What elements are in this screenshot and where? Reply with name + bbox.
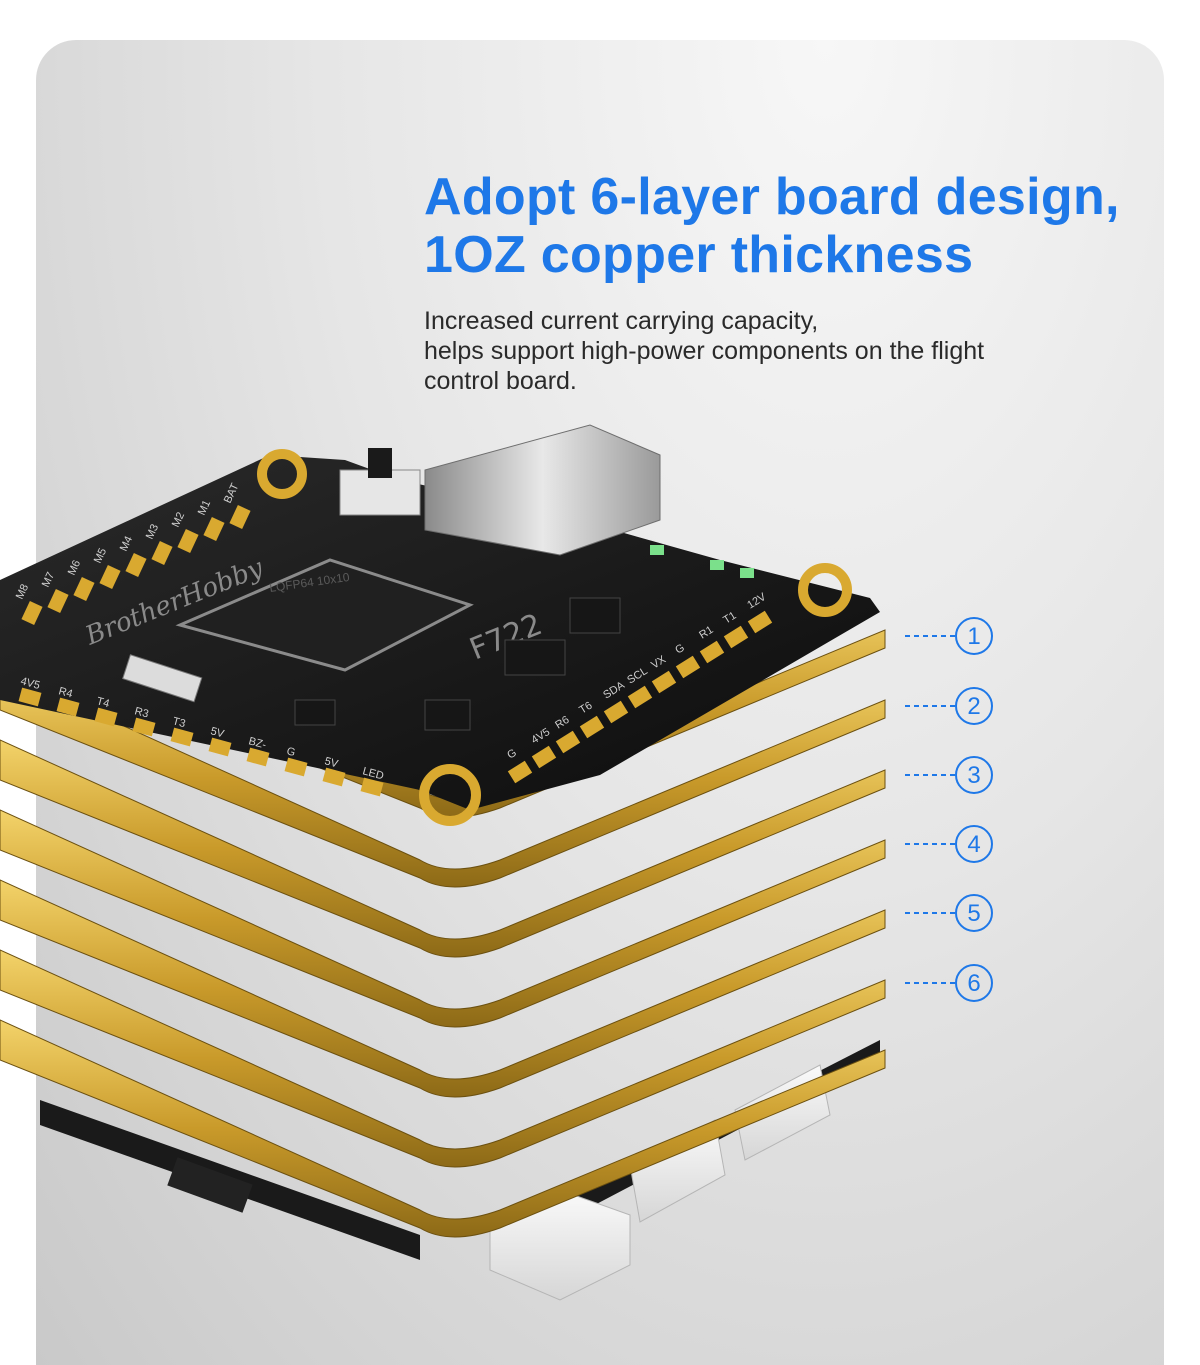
- solder-pad: [284, 757, 308, 777]
- pad-label: T1: [721, 610, 738, 627]
- pad-label: M4: [118, 534, 135, 553]
- solder-pad: [651, 670, 677, 694]
- pad-label: M2: [170, 510, 187, 529]
- headline-line-1: Adopt 6-layer board design,: [424, 168, 1120, 226]
- status-led: [740, 568, 754, 578]
- solder-pad: [603, 700, 629, 724]
- mosfet: [569, 597, 621, 634]
- layer-callouts: 1 2 3 4 5 6: [905, 617, 993, 1002]
- solder-pad: [531, 745, 557, 769]
- solder-pad: [203, 516, 225, 542]
- solder-pad: [699, 640, 725, 664]
- pad-label: M6: [66, 558, 83, 577]
- copper-layer-sheet: [0, 949, 886, 1168]
- regulator: [294, 699, 336, 726]
- mosfet: [504, 639, 566, 676]
- pad-label: M8: [14, 582, 31, 601]
- solder-pad: [125, 552, 147, 578]
- mount-hole: [257, 449, 307, 499]
- pad-label: 5V: [209, 725, 226, 740]
- callout-circle: [955, 894, 993, 932]
- pad-label: M7: [40, 570, 57, 589]
- layer-number-label: 2: [967, 693, 980, 720]
- solder-pad: [151, 540, 173, 566]
- status-led: [710, 560, 724, 570]
- callout-circle: [955, 687, 993, 725]
- pcb-surface: [0, 455, 880, 810]
- boot-button-cap: [368, 448, 392, 478]
- copper-layers: [0, 599, 886, 1238]
- crystal: [122, 654, 203, 703]
- solder-pad: [322, 767, 346, 787]
- pad-label: T4: [95, 695, 111, 710]
- layer-number-label: 3: [967, 762, 980, 789]
- layer-number-label: 1: [967, 623, 980, 650]
- callout-circle: [955, 964, 993, 1002]
- solder-pad: [73, 576, 95, 602]
- pad-label: 4V5: [19, 675, 41, 692]
- callout-circle: [955, 756, 993, 794]
- solder-pad: [94, 707, 118, 727]
- pad-label: BZ-: [247, 735, 268, 751]
- solder-pads: BATM1M2M3M4M5M6M7M84V5R4T4R3T35VBZ-G5VLE…: [14, 481, 773, 797]
- pad-label: M5: [92, 546, 109, 565]
- description-line-3: control board.: [424, 367, 577, 395]
- copper-layer-sheet: [0, 1019, 886, 1238]
- solder-pad: [579, 715, 605, 739]
- solder-pad: [21, 600, 43, 626]
- pad-label: M1: [196, 498, 213, 517]
- solder-pad: [132, 717, 156, 737]
- usb-c-port: [424, 424, 661, 556]
- pad-label: R3: [133, 705, 150, 720]
- description: Increased current carrying capacity, hel…: [424, 306, 1104, 396]
- copper-layer-sheet: [0, 739, 886, 958]
- solder-pad: [723, 625, 749, 649]
- solder-pad: [675, 655, 701, 679]
- solder-pad: [208, 737, 232, 757]
- copper-layer-sheet: [0, 809, 886, 1028]
- headline-line-2: 1OZ copper thickness: [424, 226, 974, 284]
- mount-hole: [419, 764, 481, 826]
- solder-pad: [56, 697, 80, 717]
- solder-pad: [555, 730, 581, 754]
- mount-hole: [798, 563, 852, 617]
- solder-pad: [246, 747, 270, 767]
- solder-pad: [177, 528, 199, 554]
- mcu-chip: [175, 558, 474, 672]
- solder-pad: [229, 504, 251, 530]
- solder-pad: [360, 777, 384, 797]
- pad-label: G: [285, 745, 296, 759]
- solder-pad: [99, 564, 121, 590]
- description-line-1: Increased current carrying capacity,: [424, 307, 819, 335]
- solder-pad: [170, 727, 194, 747]
- solder-pad: [747, 610, 773, 634]
- layer-number-label: 5: [967, 900, 980, 927]
- regulator: [424, 699, 471, 731]
- status-led: [650, 545, 664, 555]
- pad-label: 5V: [323, 755, 340, 770]
- headline: Adopt 6-layer board design, 1OZ copper t…: [424, 168, 1120, 284]
- solder-pad: [507, 760, 533, 784]
- layer-number-label: 6: [967, 970, 980, 997]
- pad-label: T3: [171, 715, 187, 730]
- pad-label: LED: [361, 765, 385, 782]
- callout-circle: [955, 617, 993, 655]
- pad-label: M3: [144, 522, 161, 541]
- solder-pad: [47, 588, 69, 614]
- layer-number-label: 4: [967, 831, 980, 858]
- top-pcb: LQFP64 10x10 BrotherHobby F722 BATM1M2M3…: [0, 424, 880, 826]
- solder-pad: [627, 685, 653, 709]
- copper-layer-sheet: [0, 879, 886, 1098]
- pad-label: R4: [57, 685, 74, 700]
- solder-pad: [18, 687, 42, 707]
- callout-circle: [955, 825, 993, 863]
- copper-layer-sheet: [0, 669, 886, 888]
- description-line-2: helps support high-power components on t…: [424, 337, 985, 365]
- pad-label: T6: [577, 700, 594, 717]
